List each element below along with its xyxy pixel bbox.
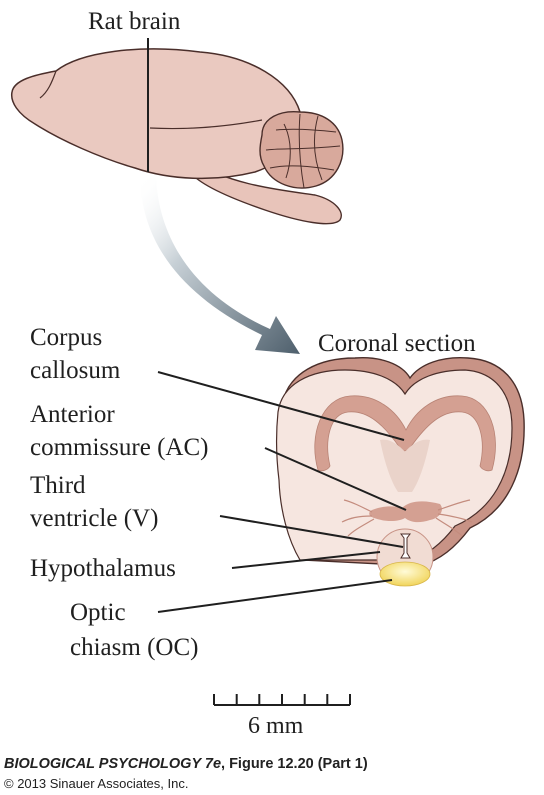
brainstem-shape	[189, 158, 342, 225]
corpus-callosum-label-line-1: Corpus	[30, 324, 102, 351]
third-ventricle-shape	[400, 533, 411, 559]
coronal-section-illustration	[276, 356, 525, 587]
septum-shape	[380, 439, 430, 492]
rhinal-fissure-line	[149, 119, 263, 130]
corpus-callosum-label-line-2: callosum	[30, 357, 121, 384]
hypothalamus-leader	[231, 551, 381, 569]
rat-brain-label: Rat brain	[88, 8, 181, 35]
figure-credit: BIOLOGICAL PSYCHOLOGY 7e, Figure 12.20 (…	[4, 756, 368, 772]
cerebellum-shape	[259, 111, 344, 189]
optic-chiasm-label-line-1: Optic	[70, 599, 126, 626]
third-ventricle-label-line-1: Third	[30, 472, 86, 499]
corpus-callosum-shape	[314, 395, 496, 472]
anterior-commissure-label-line-1: Anterior	[30, 401, 115, 428]
third-ventricle-leader	[219, 515, 404, 548]
olfactory-bulb-line	[39, 70, 57, 99]
leader-lines	[157, 371, 407, 613]
section-arrow	[140, 178, 300, 354]
corpus-callosum-leader	[157, 371, 405, 441]
optic-chiasm-label-line-2: chiasm (OC)	[70, 634, 198, 661]
anterior-commissure-label-line-2: commissure (AC)	[30, 434, 208, 461]
rat-brain-illustration	[10, 48, 344, 225]
scale-bar	[213, 694, 351, 706]
scale-bar-label: 6 mm	[248, 713, 304, 739]
copyright-notice: © 2013 Sinauer Associates, Inc.	[4, 776, 189, 791]
figure-reference: , Figure 12.20 (Part 1)	[221, 756, 368, 772]
hypothalamus-label: Hypothalamus	[30, 555, 176, 582]
optic-chiasm-leader	[157, 579, 393, 613]
anterior-commissure-leader	[264, 447, 407, 511]
book-title: BIOLOGICAL PSYCHOLOGY 7e	[4, 756, 222, 772]
coronal-section-label: Coronal section	[318, 330, 476, 357]
optic-chiasm-shape	[379, 561, 431, 587]
anterior-commissure-shape	[369, 501, 442, 523]
third-ventricle-label-line-2: ventricle (V)	[30, 505, 158, 532]
anterior-commissure-fibers	[341, 499, 473, 537]
cerebrum-shape	[10, 48, 302, 180]
